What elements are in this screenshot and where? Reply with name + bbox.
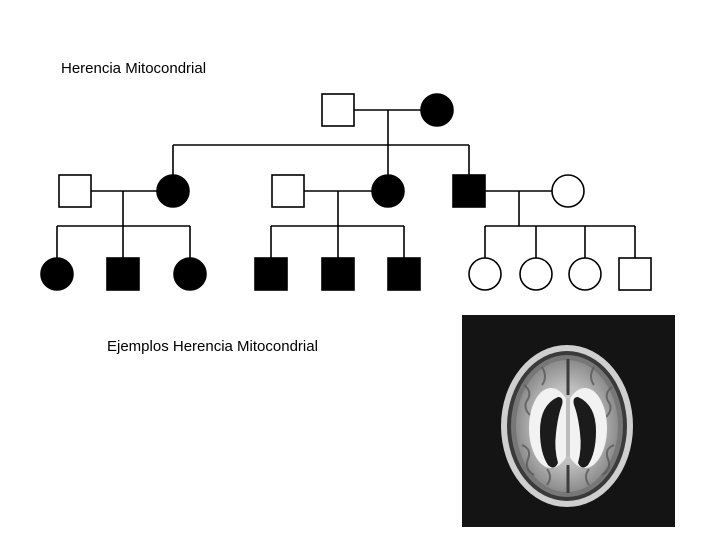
unaffected-female-symbol xyxy=(519,257,553,291)
affected-female-symbol xyxy=(173,257,207,291)
affected-male-symbol xyxy=(452,174,486,208)
slide-title: Herencia Mitocondrial xyxy=(61,60,207,77)
unaffected-female-symbol xyxy=(468,257,502,291)
unaffected-female-symbol xyxy=(568,257,602,291)
slide-subtitle: Ejemplos Herencia Mitocondrial xyxy=(107,338,318,355)
unaffected-female-symbol xyxy=(551,174,585,208)
affected-male-symbol xyxy=(106,257,140,291)
unaffected-male-symbol xyxy=(271,174,305,208)
pedigree-chart xyxy=(40,93,652,291)
affected-female-symbol xyxy=(371,174,405,208)
affected-male-symbol xyxy=(321,257,355,291)
affected-male-symbol xyxy=(387,257,421,291)
affected-male-symbol xyxy=(254,257,288,291)
unaffected-male-symbol xyxy=(58,174,92,208)
affected-female-symbol xyxy=(156,174,190,208)
unaffected-male-symbol xyxy=(618,257,652,291)
unaffected-male-symbol xyxy=(321,93,355,127)
affected-female-symbol xyxy=(40,257,74,291)
affected-female-symbol xyxy=(420,93,454,127)
brain-mri-image xyxy=(462,315,675,527)
